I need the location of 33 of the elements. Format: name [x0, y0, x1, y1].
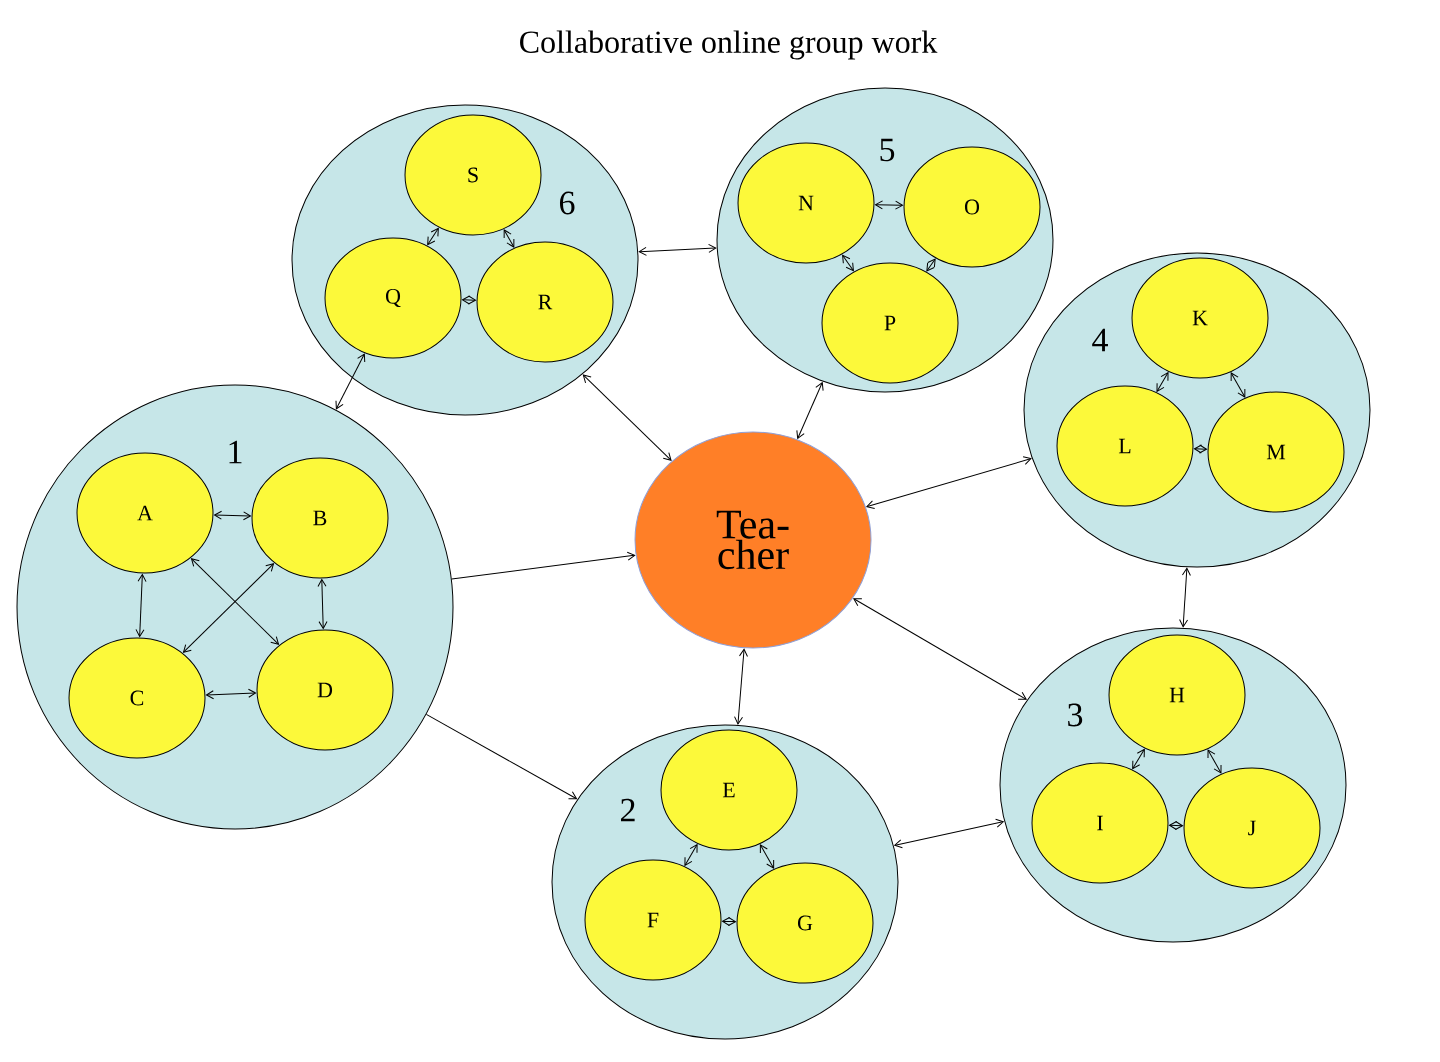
arrow [451, 551, 636, 580]
arrow [582, 374, 672, 461]
arrow [926, 258, 936, 272]
arrow [722, 917, 736, 926]
arrow [759, 844, 775, 869]
arrow [1132, 748, 1145, 770]
arrow [684, 844, 698, 866]
arrow [866, 456, 1032, 510]
arrow [462, 295, 477, 305]
arrow [1207, 749, 1222, 774]
arrow [853, 598, 1027, 700]
arrow [842, 254, 854, 272]
arrow [214, 510, 252, 521]
arrow [1193, 444, 1208, 454]
arrow [1230, 372, 1246, 398]
arrow [1156, 372, 1169, 392]
arrow [205, 688, 257, 700]
arrow [191, 558, 279, 645]
arrow [503, 229, 515, 248]
arrow [734, 648, 748, 725]
arrow [894, 818, 1004, 849]
arrow [1168, 821, 1184, 830]
title: Collaborative online group work [520, 30, 938, 60]
arrow [183, 563, 275, 653]
arrow [317, 579, 328, 629]
arrow [427, 227, 439, 246]
arrow [425, 713, 578, 800]
arrow [875, 200, 904, 210]
arrow [1179, 567, 1191, 628]
arrow [335, 353, 366, 410]
arrow [638, 243, 717, 256]
arrow [796, 382, 824, 439]
arrow [135, 573, 147, 638]
